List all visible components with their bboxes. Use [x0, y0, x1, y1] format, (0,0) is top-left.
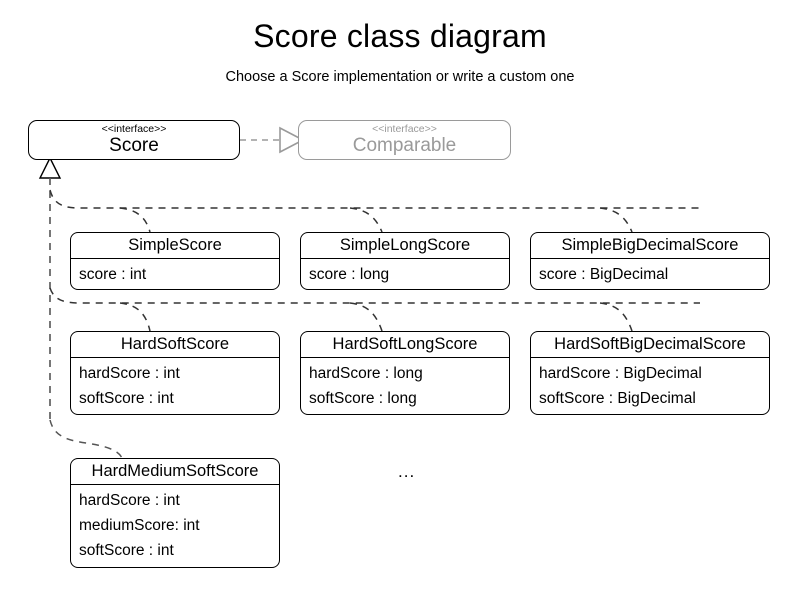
class-attributes: hardScore : BigDecimal softScore : BigDe… — [531, 358, 769, 414]
class-attributes: score : int — [71, 259, 279, 289]
interface-name: Score — [109, 135, 159, 156]
realization-score-to-comparable — [240, 126, 305, 154]
class-title: SimpleLongScore — [301, 233, 509, 259]
class-title: SimpleBigDecimalScore — [531, 233, 769, 259]
class-attributes: hardScore : long softScore : long — [301, 358, 509, 414]
attribute: softScore : BigDecimal — [539, 390, 696, 407]
attribute: hardScore : int — [79, 492, 180, 509]
attribute: score : int — [79, 266, 147, 283]
interface-stereotype: <<interface>> — [372, 123, 437, 135]
class-title: SimpleScore — [71, 233, 279, 259]
class-title: HardSoftBigDecimalScore — [531, 332, 769, 358]
inheritance-branch-row3 — [49, 419, 123, 459]
attribute: mediumScore: int — [79, 517, 200, 534]
generalization-triangle — [38, 156, 62, 179]
class-attributes: hardScore : int mediumScore: int softSco… — [71, 485, 279, 567]
class-title: HardSoftLongScore — [301, 332, 509, 358]
attribute: hardScore : BigDecimal — [539, 365, 702, 382]
attribute: score : long — [309, 266, 390, 283]
page-title: Score class diagram — [253, 18, 547, 54]
inheritance-branch-row1 — [49, 189, 700, 233]
interface-box-score[interactable]: <<interface>> Score — [28, 120, 240, 160]
attribute: softScore : int — [79, 542, 174, 559]
class-box-simplelongscore[interactable]: SimpleLongScore score : long — [300, 232, 510, 290]
class-box-simplebigdecimalscore[interactable]: SimpleBigDecimalScore score : BigDecimal — [530, 232, 770, 290]
class-attributes: hardScore : int softScore : int — [71, 358, 279, 414]
class-title: HardMediumSoftScore — [71, 459, 279, 485]
attribute: softScore : long — [309, 390, 417, 407]
attribute: hardScore : int — [79, 365, 180, 382]
more-classes-ellipsis: ... — [398, 462, 416, 481]
class-box-hardsoftbigdecimalscore[interactable]: HardSoftBigDecimalScore hardScore : BigD… — [530, 331, 770, 415]
class-box-hardsoftlongscore[interactable]: HardSoftLongScore hardScore : long softS… — [300, 331, 510, 415]
class-box-hardsoftscore[interactable]: HardSoftScore hardScore : int softScore … — [70, 331, 280, 415]
attribute: hardScore : long — [309, 365, 423, 382]
class-title: HardSoftScore — [71, 332, 279, 358]
class-attributes: score : BigDecimal — [531, 259, 769, 289]
interface-stereotype: <<interface>> — [101, 123, 167, 135]
inheritance-branch-row2 — [49, 287, 700, 332]
attribute: score : BigDecimal — [539, 266, 669, 283]
interface-box-comparable[interactable]: <<interface>> Comparable — [298, 120, 511, 160]
class-box-hardmediumsoftscore[interactable]: HardMediumSoftScore hardScore : int medi… — [70, 458, 280, 568]
page-subtitle: Choose a Score implementation or write a… — [225, 69, 575, 85]
interface-name: Comparable — [352, 135, 457, 156]
attribute: softScore : int — [79, 390, 174, 407]
class-attributes: score : long — [301, 259, 509, 289]
class-box-simplescore[interactable]: SimpleScore score : int — [70, 232, 280, 290]
